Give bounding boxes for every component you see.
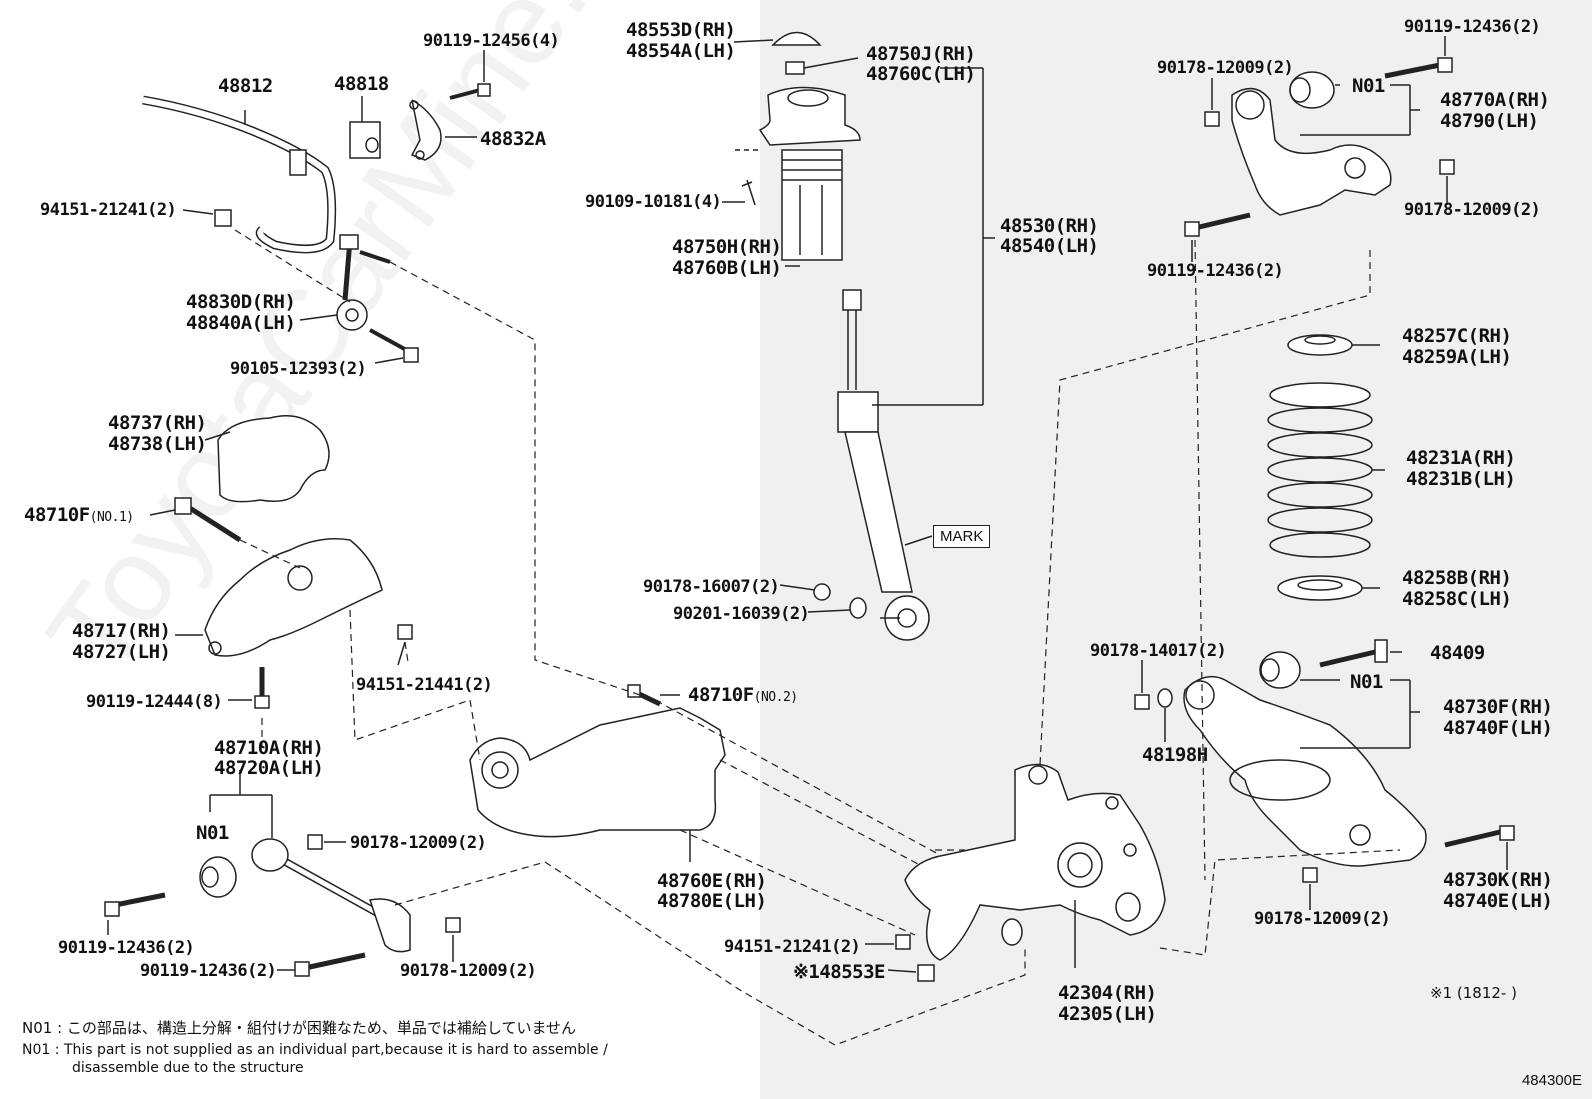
label-90119-12444: 90119-12444(8) bbox=[86, 692, 223, 712]
label-90178-14017: 90178-14017(2) bbox=[1090, 641, 1227, 661]
label-48750J: 48750J(RH) bbox=[866, 43, 976, 65]
label-90178-12009-c: 90178-12009(2) bbox=[1157, 58, 1294, 78]
label-90119-12436-d: 90119-12436(2) bbox=[1147, 261, 1284, 281]
label-94151-21241-a: 94151-21241(2) bbox=[40, 200, 177, 220]
label-48530: 48530(RH) bbox=[1000, 215, 1099, 237]
mark-label: MARK bbox=[933, 525, 991, 548]
label-48830D: 48830D(RH) bbox=[186, 291, 296, 313]
label-48710F-no2: 48710F(NO.2) bbox=[688, 684, 798, 706]
label-48553D: 48553D(RH) bbox=[626, 19, 736, 41]
note-en-line1: N01 : This part is not supplied as an in… bbox=[22, 1042, 608, 1058]
coil-spring bbox=[1267, 382, 1373, 558]
label-90178-12009-e: 90178-12009(2) bbox=[1254, 909, 1391, 929]
label-42304: 42304(RH) bbox=[1058, 982, 1157, 1004]
label-48409: 48409 bbox=[1430, 642, 1485, 664]
cover-48737 bbox=[217, 415, 330, 503]
label-48832A: 48832A bbox=[480, 128, 546, 150]
label-94151-21441: 94151-21441(2) bbox=[356, 675, 493, 695]
label-48818: 48818 bbox=[334, 73, 389, 95]
label-48198H: 48198H bbox=[1142, 744, 1208, 766]
label-90178-12009-a: 90178-12009(2) bbox=[350, 833, 487, 853]
label-48740E: 48740E(LH) bbox=[1443, 890, 1553, 912]
stabilizer-link bbox=[342, 239, 353, 301]
footnote-1: ※1 (1812- ) bbox=[1430, 984, 1517, 1002]
label-48258C: 48258C(LH) bbox=[1402, 588, 1512, 610]
upper-arm bbox=[1231, 87, 1392, 216]
dust-cap bbox=[771, 31, 822, 46]
label-90105-12393: 90105-12393(2) bbox=[230, 359, 367, 379]
label-48750H: 48750H(RH) bbox=[672, 236, 782, 258]
label-48760B: 48760B(LH) bbox=[672, 257, 782, 279]
bracket-48717 bbox=[204, 538, 383, 657]
label-90201-16039: 90201-16039(2) bbox=[673, 604, 810, 624]
label-48257C: 48257C(RH) bbox=[1402, 325, 1512, 347]
diagram-id: 484300E bbox=[1521, 1072, 1582, 1089]
label-48553E: ※148553E bbox=[793, 961, 886, 983]
knuckle bbox=[904, 763, 1166, 961]
label-N01-left: N01 bbox=[196, 822, 229, 844]
note-en-line2: disassemble due to the structure bbox=[72, 1060, 304, 1076]
label-90109-10181: 90109-10181(4) bbox=[585, 192, 722, 212]
lower-arm bbox=[1183, 675, 1427, 867]
label-90119-12436-c: 90119-12436(2) bbox=[1404, 17, 1541, 37]
label-90119-12456: 90119-12456(4) bbox=[423, 31, 560, 51]
label-48790: 48790(LH) bbox=[1440, 110, 1539, 132]
label-48710F-no1: 48710F(NO.1) bbox=[24, 504, 134, 526]
label-48760E: 48760E(RH) bbox=[657, 870, 767, 892]
label-90178-12009-b: 90178-12009(2) bbox=[400, 961, 537, 981]
label-94151-21241-b: 94151-21241(2) bbox=[724, 937, 861, 957]
label-48740F: 48740F(LH) bbox=[1443, 717, 1553, 739]
label-48258B: 48258B(RH) bbox=[1402, 567, 1512, 589]
label-90178-12009-d: 90178-12009(2) bbox=[1404, 200, 1541, 220]
label-48727: 48727(LH) bbox=[72, 641, 171, 663]
label-42305: 42305(LH) bbox=[1058, 1003, 1157, 1025]
label-48812: 48812 bbox=[218, 75, 273, 97]
label-N01-top: N01 bbox=[1352, 75, 1385, 97]
label-48730K: 48730K(RH) bbox=[1443, 869, 1553, 891]
label-N01-lower: N01 bbox=[1350, 671, 1383, 693]
label-48737: 48737(RH) bbox=[108, 412, 207, 434]
upper-mount bbox=[758, 86, 861, 146]
label-48710A: 48710A(RH) bbox=[214, 737, 324, 759]
label-48760C: 48760C(LH) bbox=[866, 63, 976, 85]
shock-body bbox=[837, 391, 879, 433]
note-jp: N01 : この部品は、構造上分解・組付けが困難なため、単品では補給していません bbox=[22, 1019, 577, 1037]
label-48717: 48717(RH) bbox=[72, 620, 171, 642]
trailing-arm bbox=[469, 707, 726, 838]
label-48780E: 48780E(LH) bbox=[657, 890, 767, 912]
label-48231B: 48231B(LH) bbox=[1406, 468, 1516, 490]
label-48259A: 48259A(LH) bbox=[1402, 346, 1512, 368]
label-48554A: 48554A(LH) bbox=[626, 40, 736, 62]
label-48770A: 48770A(RH) bbox=[1440, 89, 1550, 111]
label-90178-16007: 90178-16007(2) bbox=[643, 577, 780, 597]
label-48730F: 48730F(RH) bbox=[1443, 696, 1553, 718]
label-48231A: 48231A(RH) bbox=[1406, 447, 1516, 469]
upper-seat bbox=[1287, 334, 1353, 356]
label-90119-12436-b: 90119-12436(2) bbox=[140, 961, 277, 981]
bellows bbox=[781, 149, 843, 261]
label-48720A: 48720A(LH) bbox=[214, 757, 324, 779]
label-48840A: 48840A(LH) bbox=[186, 312, 296, 334]
nut-top bbox=[785, 61, 805, 75]
label-48738: 48738(LH) bbox=[108, 433, 207, 455]
label-90119-12436-a: 90119-12436(2) bbox=[58, 938, 195, 958]
label-48540: 48540(LH) bbox=[1000, 235, 1099, 257]
